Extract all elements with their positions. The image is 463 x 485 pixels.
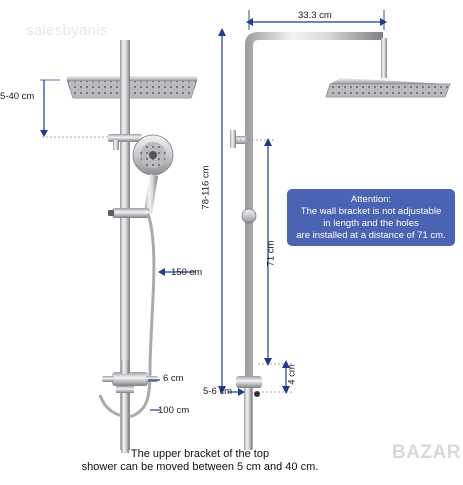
- total-height-label: 78-116 cm: [200, 165, 212, 210]
- total-height-arrow-bottom: [218, 386, 226, 394]
- top-width-arrow-left: [246, 18, 253, 26]
- left-mixer-inlet-left: [102, 376, 114, 382]
- left-riser-pipe: [120, 40, 130, 450]
- right-rain-head: [325, 83, 451, 98]
- hole-distance-arrow-top: [264, 138, 272, 146]
- right-drop-pipe: [381, 38, 387, 78]
- hose-length-label: 150 cm: [171, 267, 203, 278]
- left-mixer-lever: [121, 360, 129, 374]
- upper-range-label: 5-40 cm: [0, 91, 35, 102]
- bottom-offset-label: 5-6 cm: [203, 386, 233, 397]
- bazar-logo: BAZAR: [392, 442, 461, 463]
- attention-note: Attention: The wall bracket is not adjus…: [287, 189, 455, 246]
- slide-holder-knob: [108, 210, 114, 216]
- hand-shower-center: [149, 151, 157, 159]
- right-rain-head-top: [330, 78, 450, 84]
- caption-line-2: shower can be moved between 5 cm and 40 …: [81, 461, 319, 473]
- slide-holder: [112, 208, 150, 218]
- lower-hose-label: 100 cm: [158, 405, 190, 416]
- attention-line-2: in length and the holes: [323, 218, 419, 229]
- bottom-gap-arrow-bottom: [282, 386, 290, 394]
- right-shower-view: [230, 32, 451, 450]
- top-width-label: 33.3 cm: [298, 10, 332, 21]
- hole-distance-label: 71 cm: [265, 240, 277, 267]
- upper-range-arrow: [40, 130, 48, 137]
- attention-title: Attention:: [350, 194, 392, 205]
- right-slide-knob: [241, 208, 257, 224]
- right-dimensions: [218, 10, 387, 396]
- caption: The upper bracket of the top shower can …: [55, 448, 345, 474]
- right-spout-pipe: [244, 388, 252, 450]
- left-rain-head-top: [67, 76, 197, 81]
- attention-line-3: are installed at a distance of 71 cm.: [296, 230, 446, 241]
- left-shower-view: [66, 40, 198, 453]
- left-spout-pipe: [121, 393, 129, 453]
- shower-hose: [98, 213, 156, 418]
- pipe-offset-label: 6 cm: [163, 373, 184, 384]
- hole-distance-arrow-bottom: [264, 358, 272, 366]
- bottom-offset-arrow: [238, 388, 245, 396]
- watermark-text: salesbyanis: [26, 22, 108, 39]
- bottom-gap-label: 4 cm: [286, 364, 298, 385]
- right-mixer-body: [236, 376, 262, 388]
- left-upper-bracket-arm: [113, 140, 119, 150]
- attention-line-1: The wall bracket is not adjustable: [300, 206, 442, 217]
- caption-line-1: The upper bracket of the top: [130, 448, 270, 460]
- top-width-arrow-right: [380, 18, 387, 26]
- left-mixer-inlet-right: [146, 376, 158, 382]
- total-height-arrow-top: [218, 28, 226, 36]
- left-rain-head: [66, 79, 198, 99]
- hand-shower-handle: [144, 174, 158, 214]
- right-bracket-plate: [230, 130, 236, 148]
- left-diverter: [116, 386, 134, 393]
- left-dimensions: [40, 79, 195, 411]
- left-mixer-body: [112, 372, 148, 386]
- hose-arrow: [158, 268, 165, 276]
- right-mixer-outlet: [254, 391, 260, 397]
